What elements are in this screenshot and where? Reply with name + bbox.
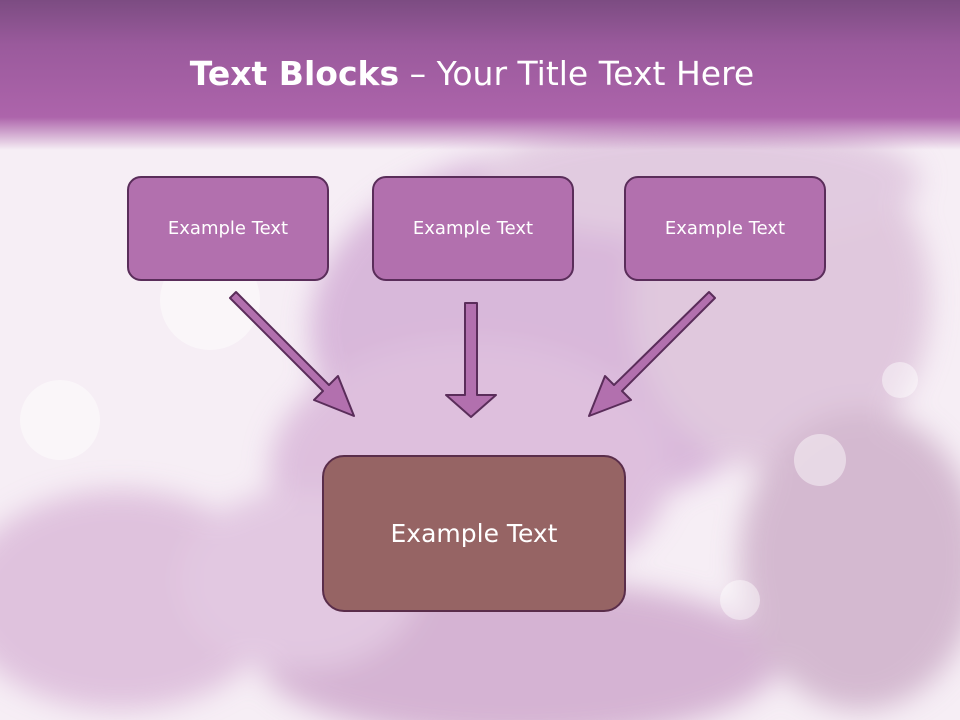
- text-block-label: Example Text: [412, 218, 534, 239]
- arrow-left-icon[interactable]: [229, 291, 355, 417]
- arrow-right-icon[interactable]: [588, 291, 716, 417]
- text-block-middle[interactable]: Example Text: [372, 176, 574, 281]
- title-regular-part: Your Title Text Here: [436, 54, 755, 93]
- arrow-middle-icon[interactable]: [445, 302, 497, 418]
- title-dash: –: [399, 54, 437, 93]
- text-block-right[interactable]: Example Text: [624, 176, 826, 281]
- header-band: [0, 0, 960, 150]
- text-block-label: Example Text: [167, 218, 289, 239]
- slide-title[interactable]: Text Blocks – Your Title Text Here: [0, 54, 944, 93]
- text-block-center-label: Example Text: [390, 519, 558, 548]
- text-block-center[interactable]: Example Text: [322, 455, 626, 612]
- text-block-left[interactable]: Example Text: [127, 176, 329, 281]
- title-bold-part: Text Blocks: [189, 54, 400, 93]
- text-block-label: Example Text: [664, 218, 786, 239]
